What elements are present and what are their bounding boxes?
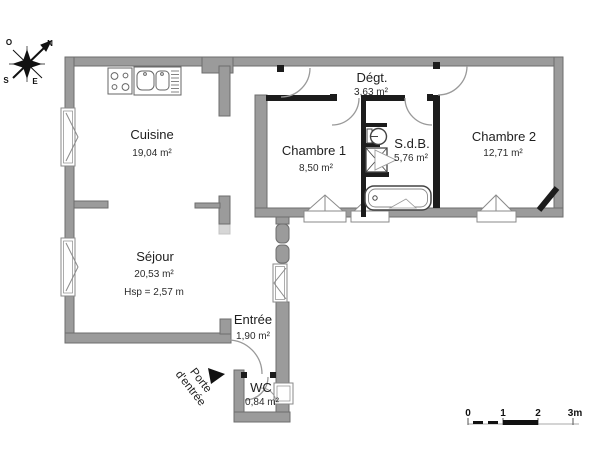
room-area-cuisine: 19,04 m² bbox=[132, 148, 172, 159]
sdb-partition-stub bbox=[366, 172, 389, 177]
door-arcs bbox=[227, 65, 468, 403]
door-arc-entrance bbox=[227, 339, 263, 375]
sink bbox=[133, 66, 182, 96]
wall-kitchen-divider-right bbox=[194, 202, 221, 209]
window-entree-east bbox=[272, 263, 288, 303]
room-area-wc: 0,84 m² bbox=[245, 397, 279, 408]
door-arc-cuisine bbox=[280, 67, 311, 98]
drainer bbox=[171, 70, 179, 93]
wall-kitchen-stub-top bbox=[218, 65, 231, 117]
bathtub bbox=[364, 185, 432, 211]
door-hinge-wc-left bbox=[241, 372, 247, 378]
compass-south-label: S bbox=[3, 76, 9, 85]
door-arc-chambre1 bbox=[331, 97, 360, 126]
door-hinge-wc-right bbox=[270, 372, 276, 378]
washbasin bbox=[365, 147, 398, 173]
wall-chambre2-diagonal bbox=[536, 186, 560, 212]
scale-bar-dash bbox=[473, 421, 483, 424]
room-area-chambre1: 8,50 m² bbox=[299, 163, 333, 174]
window-arc-wc bbox=[260, 387, 277, 403]
room-name-sejour: Séjour bbox=[136, 249, 174, 264]
compass-rose bbox=[9, 40, 53, 82]
room-area-entree: 1,90 m² bbox=[236, 331, 270, 342]
window-chambre1-south bbox=[303, 194, 347, 223]
scale-tick-3m: 3m bbox=[567, 408, 583, 419]
sdb-partition-stub bbox=[366, 143, 380, 147]
wall-kitchen-divider-left bbox=[73, 200, 109, 209]
wall-fade bbox=[218, 223, 231, 235]
door-hinge-chambre2 bbox=[433, 62, 440, 69]
wall-sejour-chambre1 bbox=[254, 94, 268, 218]
window-sejour-west bbox=[60, 237, 79, 297]
compass-needle-tip bbox=[40, 40, 53, 52]
wall-corridor-east-lower bbox=[275, 301, 290, 384]
door-arc-chambre2 bbox=[437, 65, 468, 96]
room-area-sdb: 5,76 m² bbox=[394, 153, 428, 164]
wall-chambre1-north bbox=[266, 95, 332, 101]
sdb-partition-stub bbox=[366, 123, 387, 127]
wall-sdb-north bbox=[366, 95, 405, 101]
ceiling-height-sejour: Hsp = 2,57 m bbox=[124, 287, 184, 298]
compass-east-label: E bbox=[32, 77, 38, 86]
scale-tick-2: 2 bbox=[535, 408, 541, 419]
toilet bbox=[366, 127, 388, 146]
door-hinge-chambre1 bbox=[330, 94, 337, 101]
wall-wc-bottom bbox=[233, 411, 291, 423]
interior-walls bbox=[241, 62, 560, 378]
wall-sdb-chambre2 bbox=[433, 95, 440, 208]
compass-star bbox=[12, 49, 42, 79]
stove bbox=[107, 67, 133, 95]
exterior-walls bbox=[64, 56, 564, 423]
wall-sejour-bottom bbox=[64, 332, 232, 344]
scale-tick-0: 0 bbox=[465, 408, 471, 419]
wall-corridor-east bbox=[275, 216, 290, 225]
window-wc-east bbox=[273, 382, 294, 405]
room-name-chambre2: Chambre 2 bbox=[471, 129, 537, 144]
wall-top bbox=[64, 56, 564, 67]
door-arc-wc bbox=[244, 376, 269, 401]
entry-door-arrow bbox=[208, 368, 225, 384]
door-hinge-cuisine bbox=[277, 65, 284, 72]
window-chambre2-south bbox=[476, 194, 517, 223]
room-name-wc: WC bbox=[250, 380, 272, 395]
wall-sejour-stub bbox=[219, 318, 232, 335]
scale-tick-1: 1 bbox=[500, 408, 506, 419]
room-area-chambre2: 12,71 m² bbox=[483, 148, 523, 159]
scale-bar bbox=[467, 418, 579, 425]
compass-north-label: N bbox=[47, 39, 53, 48]
room-name-cuisine: Cuisine bbox=[130, 127, 174, 142]
scale-bar-solid bbox=[503, 420, 538, 425]
room-name-entree: Entrée bbox=[233, 312, 273, 327]
chimney-flue-segment bbox=[275, 244, 290, 264]
room-name-sdb: S.d.B. bbox=[394, 136, 430, 151]
scale-bar-dash bbox=[488, 421, 498, 424]
door-hinge-sdb bbox=[427, 94, 433, 101]
wall-sejour-east-stub bbox=[218, 195, 231, 225]
room-name-chambre1: Chambre 1 bbox=[281, 143, 347, 158]
wall-chambre1-sdb bbox=[361, 95, 366, 217]
compass-west-label: O bbox=[5, 38, 13, 47]
door-arc-sdb bbox=[404, 97, 433, 126]
room-area-degagement: 3,63 m² bbox=[354, 87, 388, 98]
bathroom-fixtures bbox=[364, 127, 432, 211]
kitchen-fixtures bbox=[107, 66, 182, 96]
room-area-sejour: 20,53 m² bbox=[134, 269, 174, 280]
wall-left bbox=[64, 56, 75, 344]
chimney-flue-segment bbox=[275, 223, 290, 244]
window-cuisine-west bbox=[60, 107, 79, 167]
room-name-degagement: Dégt. bbox=[356, 70, 388, 85]
